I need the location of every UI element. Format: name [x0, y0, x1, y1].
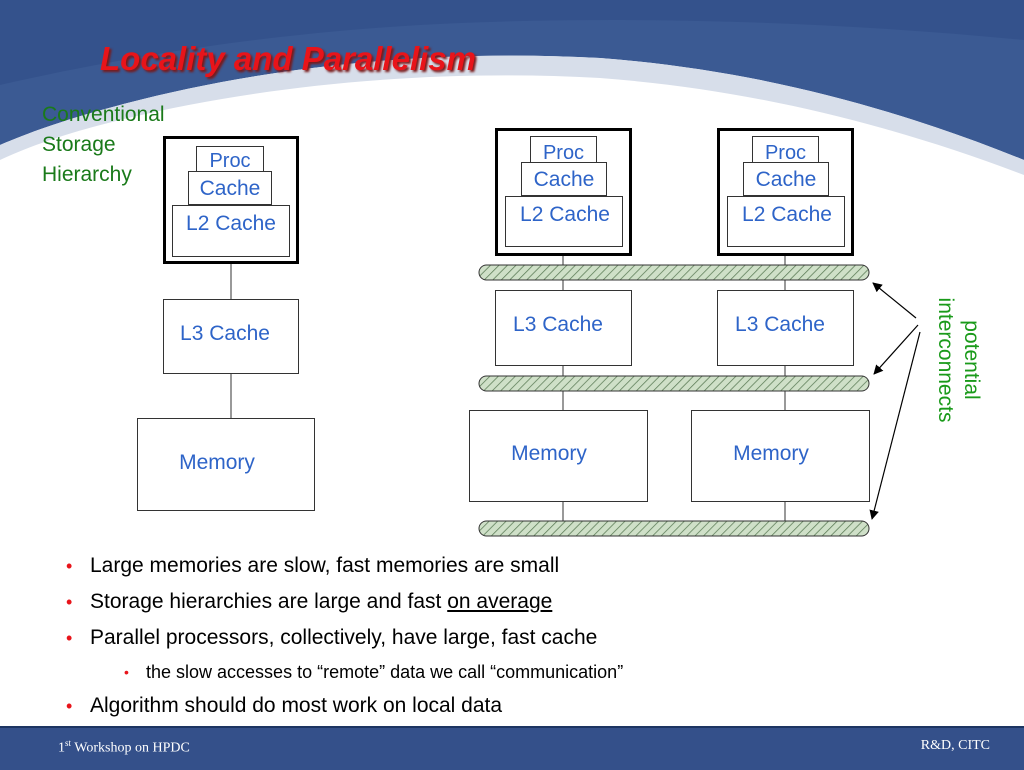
footer-left: 1st Workshop on HPDC	[58, 738, 190, 757]
l3-cache-label: L3 Cache	[180, 322, 270, 345]
proc-label: Proc	[764, 142, 807, 164]
l3-cache-box	[717, 290, 854, 366]
bullet-list: • Large memories are slow, fast memories…	[66, 548, 966, 724]
interconnect-bus-1	[478, 264, 870, 281]
potential-interconnects-label: potential interconnects	[924, 280, 984, 440]
arrow-to-bus-1	[872, 282, 917, 319]
bullet-item: • Large memories are slow, fast memories…	[66, 548, 966, 584]
cache-label: Cache	[533, 168, 595, 191]
bullet-text: Storage hierarchies are large and fast	[90, 590, 448, 613]
bullet-dot: •	[66, 592, 73, 612]
footer-left-number: 1	[58, 740, 65, 756]
cache-box	[743, 162, 829, 196]
l2-cache-box	[727, 196, 845, 247]
bullet-text: the slow accesses to “remote” data we ca…	[146, 662, 624, 682]
memory-box	[691, 410, 870, 502]
arrow-to-bus-2	[873, 324, 919, 375]
bullet-dot: •	[124, 664, 129, 680]
memory-label: Memory	[511, 442, 587, 465]
proc-box	[196, 146, 264, 174]
cache-label: Cache	[755, 168, 817, 191]
interconnect-bus-2	[478, 375, 870, 392]
bullet-item: • Storage hierarchies are large and fast…	[66, 584, 966, 620]
bullet-text: Algorithm should do most work on local d…	[90, 694, 503, 717]
footer-bar: 1st Workshop on HPDC R&D, CITC	[0, 726, 1024, 770]
l2-cache-label: L2 Cache	[520, 203, 610, 226]
footer-left-text: Workshop on HPDC	[71, 740, 190, 756]
proc-label: Proc	[209, 150, 251, 172]
memory-label: Memory	[733, 442, 809, 465]
l2-cache-box	[172, 205, 290, 257]
bullet-item: • Parallel processors, collectively, hav…	[66, 620, 966, 656]
l3-cache-label: L3 Cache	[735, 313, 825, 336]
l3-cache-box	[163, 299, 299, 374]
memory-box	[137, 418, 315, 511]
bullet-dot: •	[66, 628, 73, 648]
arrow-to-bus-3	[869, 331, 921, 520]
bullet-dot: •	[66, 556, 73, 576]
l2-cache-label: L2 Cache	[186, 212, 276, 235]
bullet-text: Parallel processors, collectively, have …	[90, 626, 598, 649]
sub-bullet-item: • the slow accesses to “remote” data we …	[66, 656, 966, 688]
potential-text: potential	[960, 320, 983, 400]
interconnects-text: interconnects	[934, 297, 957, 423]
l2-cache-box	[505, 196, 623, 247]
slide-title: Locality and Parallelism	[100, 40, 476, 77]
l3-cache-label: L3 Cache	[513, 313, 603, 336]
l3-cache-box	[495, 290, 632, 366]
bullet-underlined-text: on average	[447, 590, 553, 613]
proc-label: Proc	[542, 142, 585, 164]
cache-label: Cache	[199, 177, 261, 200]
l2-cache-label: L2 Cache	[742, 203, 832, 226]
cache-box	[188, 171, 272, 205]
bullet-dot: •	[66, 696, 73, 716]
memory-label: Memory	[179, 451, 255, 474]
footer-left-sup: st	[65, 738, 72, 748]
conventional-hierarchy-label: Conventional Storage Hierarchy	[42, 103, 165, 186]
interconnect-bus-3	[478, 520, 870, 537]
bullet-text: Large memories are slow, fast memories a…	[90, 554, 560, 577]
cache-box	[521, 162, 607, 196]
footer-right: R&D, CITC	[920, 738, 990, 753]
bullet-item: • Algorithm should do most work on local…	[66, 688, 966, 724]
memory-box	[469, 410, 648, 502]
